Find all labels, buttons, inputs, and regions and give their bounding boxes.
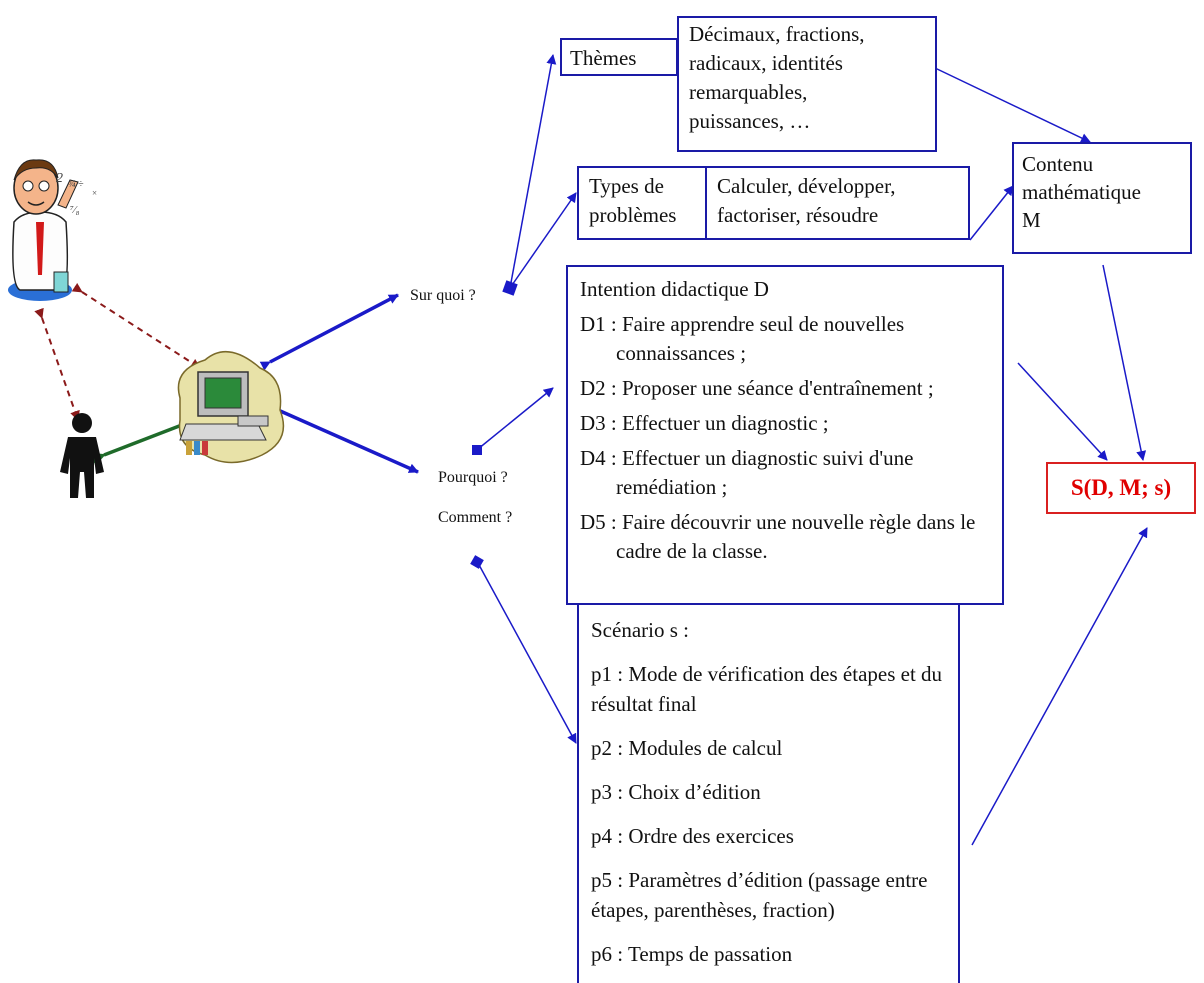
label-comment: Comment ? [438, 509, 513, 526]
teacher-illustration: 2 ¾ ÷ ⁷⁄₈ × [8, 159, 97, 301]
intention-item-d3: D3 : Effectuer un diagnostic ; [580, 411, 829, 435]
box-themes-title: Thèmes [560, 38, 678, 76]
scenario-item-p3: p3 : Choix d’édition [591, 780, 761, 804]
scenario-item-p4: p4 : Ordre des exercices [591, 824, 794, 848]
scenario-item-p1: p1 : Mode de vérification des étapes et … [591, 662, 943, 716]
themes-line: puissances, … [689, 109, 811, 133]
svg-text:2: 2 [56, 171, 63, 186]
themes-line: Décimaux, fractions, [689, 22, 865, 46]
box-types-title: Types de problèmes [577, 166, 707, 240]
contenu-line: Contenu [1022, 152, 1094, 176]
arrow-computer-sur-quoi [259, 293, 399, 371]
label-pourquoi: Pourquoi ? [438, 469, 508, 486]
arrow-to-intention [477, 387, 554, 450]
arrow-to-types [509, 192, 577, 289]
intention-title: Intention didactique D [580, 277, 769, 301]
themes-title: Thèmes [570, 46, 637, 70]
arrow-to-themes [509, 54, 557, 289]
svg-text:¾ ÷: ¾ ÷ [68, 179, 84, 190]
intention-item-d2: D2 : Proposer une séance d'entraînement … [580, 376, 934, 400]
contenu-line: M [1022, 208, 1041, 232]
computer-illustration [177, 350, 285, 464]
types-title-line: Types de [589, 174, 664, 198]
box-themes-content: Décimaux, fractions, radicaux, identités… [677, 16, 937, 152]
box-result: S(D, M; s) [1046, 462, 1196, 514]
arrow-to-scenario [477, 562, 577, 744]
intention-item-d4: D4 : Effectuer un diagnostic suivi d'une… [580, 446, 914, 499]
themes-line: radicaux, identités [689, 51, 843, 75]
scenario-item-p2: p2 : Modules de calcul [591, 736, 783, 760]
box-scenario: Scénario s : p1 : Mode de vérification d… [577, 603, 960, 983]
node-comment [470, 555, 484, 569]
types-line: Calculer, développer, [717, 174, 896, 198]
dashed-teacher-student [34, 307, 80, 421]
types-title-line: problèmes [589, 203, 677, 227]
svg-text:⁷⁄₈: ⁷⁄₈ [70, 204, 80, 216]
arrow-contenu-to-result [1102, 264, 1147, 461]
arrow-computer-pourquoi [267, 401, 419, 474]
scenario-item-p5: p5 : Paramètres d’édition (passage entre… [591, 868, 928, 922]
svg-text:×: × [92, 188, 97, 198]
box-contenu: Contenu mathématique M [1012, 142, 1192, 254]
arrow-themes-to-contenu [934, 67, 1091, 143]
contenu-line: mathématique [1022, 180, 1141, 204]
node-sur-quoi [502, 280, 518, 296]
scenario-item-p6: p6 : Temps de passation [591, 942, 793, 966]
intention-item-d5: D5 : Faire découvrir une nouvelle règle … [580, 510, 976, 563]
scenario-title: Scénario s : [591, 618, 689, 642]
types-line: factoriser, résoudre [717, 203, 879, 227]
arrow-intention-to-result [1017, 362, 1108, 461]
themes-line: remarquables, [689, 80, 808, 104]
student-silhouette [60, 413, 104, 498]
box-intention: Intention didactique D D1 : Faire appren… [566, 265, 1004, 605]
arrow-scenario-to-result [971, 527, 1148, 846]
label-sur-quoi: Sur quoi ? [410, 287, 476, 304]
intention-item-d1: D1 : Faire apprendre seul de nouvelles c… [580, 312, 905, 365]
arrow-types-to-contenu [969, 185, 1014, 241]
dashed-teacher-computer [71, 282, 201, 369]
box-types-content: Calculer, développer, factoriser, résoud… [705, 166, 970, 240]
node-pourquoi [472, 445, 482, 455]
